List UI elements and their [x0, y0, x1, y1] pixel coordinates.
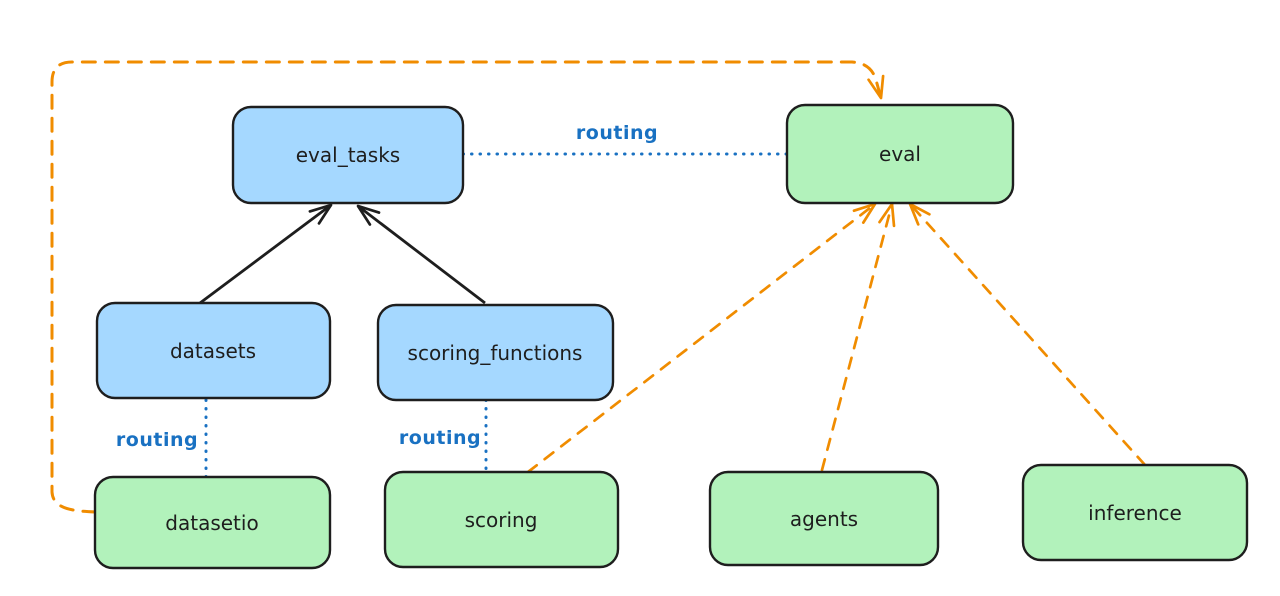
node-label: eval_tasks [296, 143, 400, 167]
edge-datasets-to-datasetio-routing: routing [116, 398, 208, 479]
edge-line [199, 203, 332, 305]
node-box [785, 103, 1015, 205]
edge-datasets-to-eval-tasks [199, 203, 333, 305]
edge-line [908, 202, 1147, 467]
node-scoring: scoring [383, 470, 620, 569]
routing-label-middle: routing [399, 427, 481, 449]
node-scoring-functions: scoring_functions [376, 303, 615, 402]
node-label: inference [1088, 501, 1182, 525]
node-label: scoring [465, 508, 538, 532]
routing-label-top: routing [576, 122, 658, 144]
node-label: eval [879, 142, 921, 166]
node-eval-tasks: eval_tasks [231, 105, 465, 205]
node-agents: agents [708, 470, 940, 567]
edge-line [50, 60, 883, 514]
node-box [1021, 463, 1249, 562]
node-label: datasets [170, 339, 256, 363]
node-box [95, 301, 332, 400]
edge-line [820, 202, 894, 472]
node-datasets: datasets [95, 301, 332, 400]
node-box [231, 105, 465, 205]
edge-datasetio-to-eval-loop [50, 60, 885, 514]
edge-line [357, 204, 486, 305]
edge-eval-tasks-to-eval-routing: routing [461, 122, 789, 156]
node-box [383, 470, 620, 569]
edge-inference-to-eval [908, 202, 1147, 467]
arrowhead-icon [867, 74, 885, 100]
node-box [708, 470, 940, 567]
routing-label-left: routing [116, 429, 198, 451]
node-label: datasetio [165, 511, 258, 535]
edge-scoring-functions-to-eval-tasks [356, 204, 486, 305]
arrowhead-icon [308, 203, 333, 225]
edge-line [526, 202, 877, 474]
arrowhead-icon [356, 204, 381, 226]
edge-scoring-functions-to-scoring-routing: routing [399, 398, 488, 474]
node-label: scoring_functions [408, 341, 583, 365]
node-inference: inference [1021, 463, 1249, 562]
node-eval: eval [785, 103, 1015, 205]
edge-agents-to-eval [820, 202, 896, 472]
node-datasetio: datasetio [93, 475, 332, 570]
node-box [376, 303, 615, 402]
node-box [93, 475, 332, 570]
node-label: agents [790, 507, 858, 531]
